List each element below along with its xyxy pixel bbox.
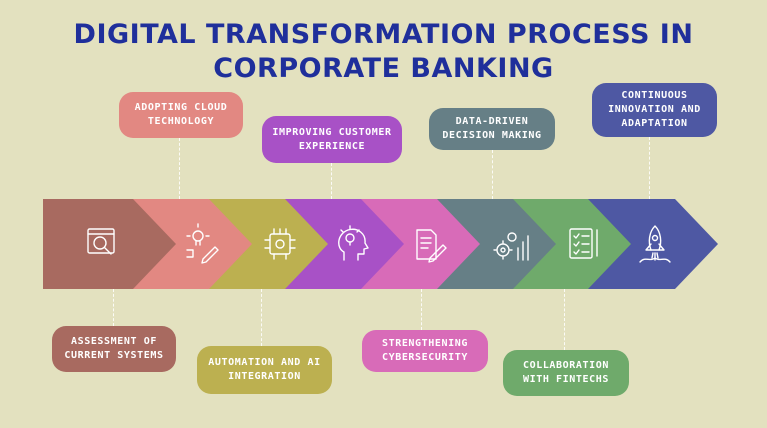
step-3-line-1: AUTOMATION AND AI bbox=[208, 357, 321, 368]
connector-step-4 bbox=[331, 163, 332, 199]
connector-step-5 bbox=[421, 289, 422, 330]
step-1-line-1: ASSESSMENT OF bbox=[70, 336, 158, 347]
step-4-line-1: IMPROVING CUSTOMER bbox=[272, 126, 392, 138]
checklist-icon bbox=[569, 228, 598, 259]
rocket-icon bbox=[639, 225, 671, 263]
connector-step-3 bbox=[261, 289, 262, 346]
chevron-step-7 bbox=[513, 199, 631, 289]
step-1-label: ASSESSMENT OF CURRENT SYSTEMS bbox=[52, 326, 176, 372]
lightbulb-pencil-icon bbox=[186, 223, 219, 264]
magnifier-on-screen-icon bbox=[87, 228, 115, 255]
chevron-step-1 bbox=[43, 199, 176, 289]
chevron-step-5 bbox=[361, 199, 480, 289]
step-2-line-2: TECHNOLOGY bbox=[147, 116, 215, 127]
title-line-2: CORPORATE BANKING bbox=[213, 53, 554, 84]
step-2-line-1: ADOPTING CLOUD bbox=[134, 102, 228, 113]
ai-chip-icon bbox=[264, 228, 296, 260]
chevron-step-8 bbox=[588, 199, 718, 289]
chevron-step-4 bbox=[285, 199, 404, 289]
connector-step-8 bbox=[649, 137, 650, 199]
step-6-line-2: DECISION MAKING bbox=[442, 130, 542, 141]
connector-step-7 bbox=[564, 289, 565, 350]
connector-step-1 bbox=[113, 289, 114, 326]
head-lightbulb-icon bbox=[338, 225, 369, 261]
step-6-label: DATA-DRIVEN DECISION MAKING bbox=[429, 108, 555, 150]
step-5-label: STRENGTHENING CYBERSECURITY bbox=[362, 330, 488, 372]
step-7-line-2: WITH FINTECHS bbox=[522, 374, 610, 385]
step-1-line-2: CURRENT SYSTEMS bbox=[64, 350, 164, 361]
step-2-label: ADOPTING CLOUD TECHNOLOGY bbox=[119, 92, 243, 138]
step-3-label: AUTOMATION AND AI INTEGRATION bbox=[197, 346, 332, 394]
step-5-line-2: CYBERSECURITY bbox=[381, 352, 469, 363]
step-7-line-1: COLLABORATION bbox=[522, 360, 610, 371]
title-line-1: DIGITAL TRANSFORMATION PROCESS IN bbox=[73, 19, 694, 50]
step-8-line-2: INNOVATION AND bbox=[608, 104, 701, 115]
step-4-label: IMPROVING CUSTOMER EXPERIENCE bbox=[262, 116, 402, 163]
step-5-line-1: STRENGTHENING bbox=[381, 338, 469, 349]
page-title: DIGITAL TRANSFORMATION PROCESS IN CORPOR… bbox=[0, 18, 767, 86]
chevron-step-2 bbox=[133, 199, 252, 289]
step-8-line-1: CONTINUOUS bbox=[621, 90, 688, 101]
step-4-line-2: EXPERIENCE bbox=[298, 140, 366, 152]
connector-step-2 bbox=[179, 138, 180, 199]
chevron-step-6 bbox=[437, 199, 556, 289]
step-3-line-2: INTEGRATION bbox=[228, 371, 301, 382]
connector-step-6 bbox=[492, 150, 493, 199]
step-7-label: COLLABORATION WITH FINTECHS bbox=[503, 350, 629, 396]
step-8-label: CONTINUOUS INNOVATION AND ADAPTATION bbox=[592, 83, 717, 137]
document-pen-icon bbox=[416, 229, 447, 263]
step-8-line-3: ADAPTATION bbox=[621, 118, 688, 129]
gears-chart-icon bbox=[493, 232, 529, 261]
chevron-step-3 bbox=[209, 199, 328, 289]
step-6-line-1: DATA-DRIVEN bbox=[455, 116, 529, 127]
